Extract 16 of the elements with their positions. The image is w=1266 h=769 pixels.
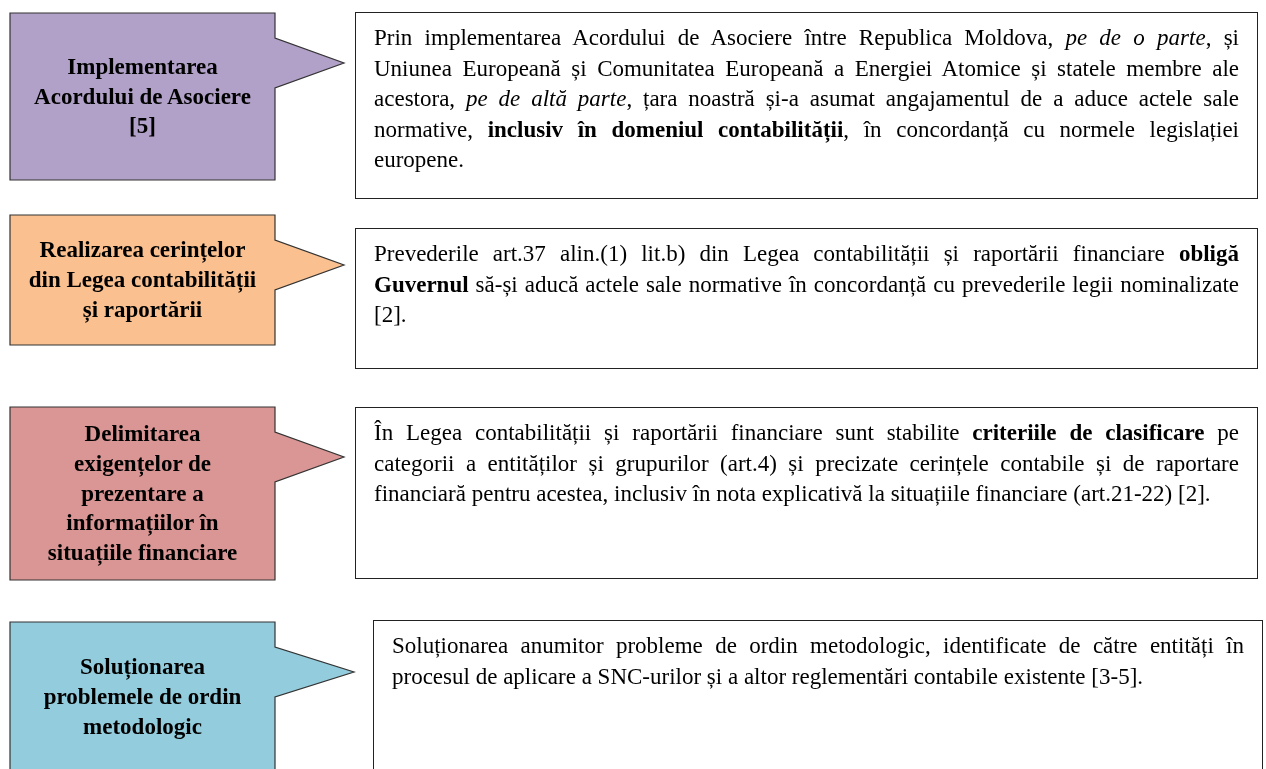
paragraph: Prin implementarea Acordului de Asociere între Republica Moldova, pe de o parte, și Uniunea Europeană și Comunitatea Europeană a Energiei Atomice și statele membre ale acestora, pe de altă parte, țara noastră și-a asumat angajamentul de a aduce actele sale normative, inclusiv în domeniul contabilității, în concordanță cu normele legislației europene. bbox=[374, 24, 1239, 175]
callout-heading: Realizarea cerințelor din Legea contabilității și raportării bbox=[28, 236, 257, 325]
paragraph: Soluționarea anumitor probleme de ordin metodologic, identificate de către entități în procesul de aplicare a SNC-urilor și a altor reglementări contabile existente [3-5]. bbox=[392, 632, 1244, 691]
callout-heading: Implementarea Acordului de Asociere [5] bbox=[33, 52, 252, 141]
callout-shape bbox=[10, 13, 345, 180]
callout-shape bbox=[10, 622, 355, 769]
callout-shape bbox=[10, 407, 345, 580]
text-box bbox=[355, 407, 1258, 579]
callout-heading: Soluționarea problemele de ordin metodologic bbox=[42, 653, 243, 741]
callout-heading: Delimitarea exigențelor de prezentare a informațiilor în situațiile financiare bbox=[46, 419, 239, 568]
callout-shape bbox=[10, 215, 345, 345]
paragraph: În Legea contabilității și raportării financiare sunt stabilite criteriile de clasificare pe categorii a entităților și grupurilor (art.4) și precizate cerințele contabile și de raportare financiară pentru acestea, inclusiv în nota explicativă la situațiile financiare (art.21-22) [2]. bbox=[374, 419, 1239, 509]
text-box bbox=[373, 620, 1263, 769]
text-box bbox=[355, 12, 1258, 199]
text-box bbox=[355, 228, 1258, 369]
paragraph: Prevederile art.37 alin.(1) lit.b) din Legea contabilității și raportării financiare obligă Guvernul să-și aducă actele sale normative în concordanță cu prevederile legii nominalizate [2]. bbox=[374, 240, 1239, 330]
